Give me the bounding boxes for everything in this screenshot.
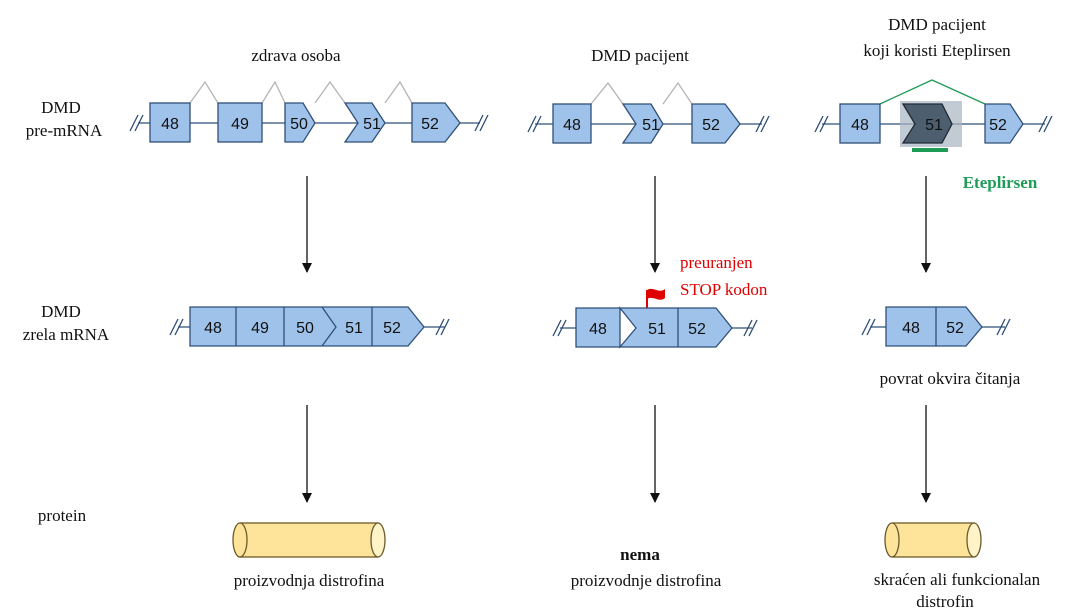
exon-label: 52 xyxy=(383,320,401,337)
exon-label: 49 xyxy=(231,116,249,133)
reading-frame-label: povrat okvira čitanja xyxy=(880,369,1021,388)
break-mark-icon xyxy=(129,114,489,132)
exon-label: 52 xyxy=(421,116,439,133)
column-title-treated-line2: koji koristi Eteplirsen xyxy=(863,41,1011,60)
outcome-treated-line1: skraćen ali funkcionalan xyxy=(874,570,1041,589)
exon-52 xyxy=(691,103,741,144)
patient-pre-mrna: 48 51 52 xyxy=(527,81,770,144)
exon-label: 52 xyxy=(688,321,706,338)
exon-label: 51 xyxy=(345,320,363,337)
exon-48 xyxy=(149,102,191,143)
treated-protein-cylinder xyxy=(884,522,982,558)
mature-transcript-outline xyxy=(885,306,983,347)
exon-label: 48 xyxy=(902,320,920,337)
break-mark-icon xyxy=(169,318,450,336)
stop-flag-icon xyxy=(646,288,665,308)
column-title-treated-line1: DMD pacijent xyxy=(888,15,986,34)
exon-label: 52 xyxy=(946,320,964,337)
skip-splice-connector xyxy=(879,79,986,105)
exon-48 xyxy=(839,103,881,144)
break-mark-icon xyxy=(861,318,1011,336)
healthy-pre-mrna: 48 49 50 51 52 xyxy=(129,80,489,143)
exon-51-skipped xyxy=(901,103,953,144)
exon-label: 52 xyxy=(702,117,720,134)
row-label-pre-mrna-line1: DMD xyxy=(41,98,81,117)
stop-codon-label-line2: STOP kodon xyxy=(680,280,768,299)
treated-mature-mrna: 48 52 xyxy=(861,306,1011,347)
exon-51 xyxy=(343,102,386,143)
exon-label: 50 xyxy=(296,320,314,337)
eteplirsen-label: Eteplirsen xyxy=(963,173,1038,192)
exon-label: 51 xyxy=(925,117,943,134)
outcome-treated-line2: distrofin xyxy=(916,592,974,611)
row-label-mature-line2: zrela mRNA xyxy=(23,325,110,344)
exon-48 xyxy=(552,103,592,144)
exon-label: 48 xyxy=(851,117,869,134)
row-label-mature-line1: DMD xyxy=(41,302,81,321)
exon-50 xyxy=(284,102,316,143)
healthy-mature-mrna: 48 49 50 51 52 xyxy=(169,306,450,347)
exon-label: 48 xyxy=(204,320,222,337)
exon-label: 49 xyxy=(251,320,269,337)
frame-shift-wedge xyxy=(619,306,637,349)
exon-label: 48 xyxy=(589,321,607,338)
exon-label: 51 xyxy=(648,321,666,338)
outcome-healthy: proizvodnja distrofina xyxy=(234,571,385,590)
exon-52 xyxy=(411,102,461,143)
break-mark-icon xyxy=(814,115,1053,133)
row-label-protein: protein xyxy=(38,506,87,525)
splice-connectors xyxy=(590,81,693,105)
column-title-patient: DMD pacijent xyxy=(591,46,689,65)
treated-pre-mrna: 48 51 52 xyxy=(814,79,1053,152)
exon-51 xyxy=(621,103,664,144)
flow-arrows xyxy=(302,176,931,503)
exon-label: 50 xyxy=(290,116,308,133)
patient-mature-mrna: 48 51 52 xyxy=(552,306,758,349)
stop-codon-label-line1: preuranjen xyxy=(680,253,753,272)
exon-label: 48 xyxy=(161,116,179,133)
exon-label: 51 xyxy=(363,116,381,133)
healthy-protein-cylinder xyxy=(232,522,386,558)
column-title-healthy: zdrava osoba xyxy=(251,46,341,65)
mature-transcript-outline xyxy=(575,307,733,348)
exon-52 xyxy=(984,103,1024,144)
exon-49 xyxy=(217,102,263,143)
outcome-patient-line2: proizvodnje distrofina xyxy=(571,571,722,590)
break-mark-icon xyxy=(552,319,758,337)
row-label-pre-mrna-line2: pre-mRNA xyxy=(26,121,103,140)
exon-label: 52 xyxy=(989,117,1007,134)
eteplirsen-binding-bar xyxy=(912,148,948,152)
exon-label: 48 xyxy=(563,117,581,134)
outcome-patient-line1: nema xyxy=(620,545,660,564)
splice-connectors xyxy=(189,80,413,104)
exon-label: 51 xyxy=(642,117,660,134)
break-mark-icon xyxy=(527,115,770,133)
